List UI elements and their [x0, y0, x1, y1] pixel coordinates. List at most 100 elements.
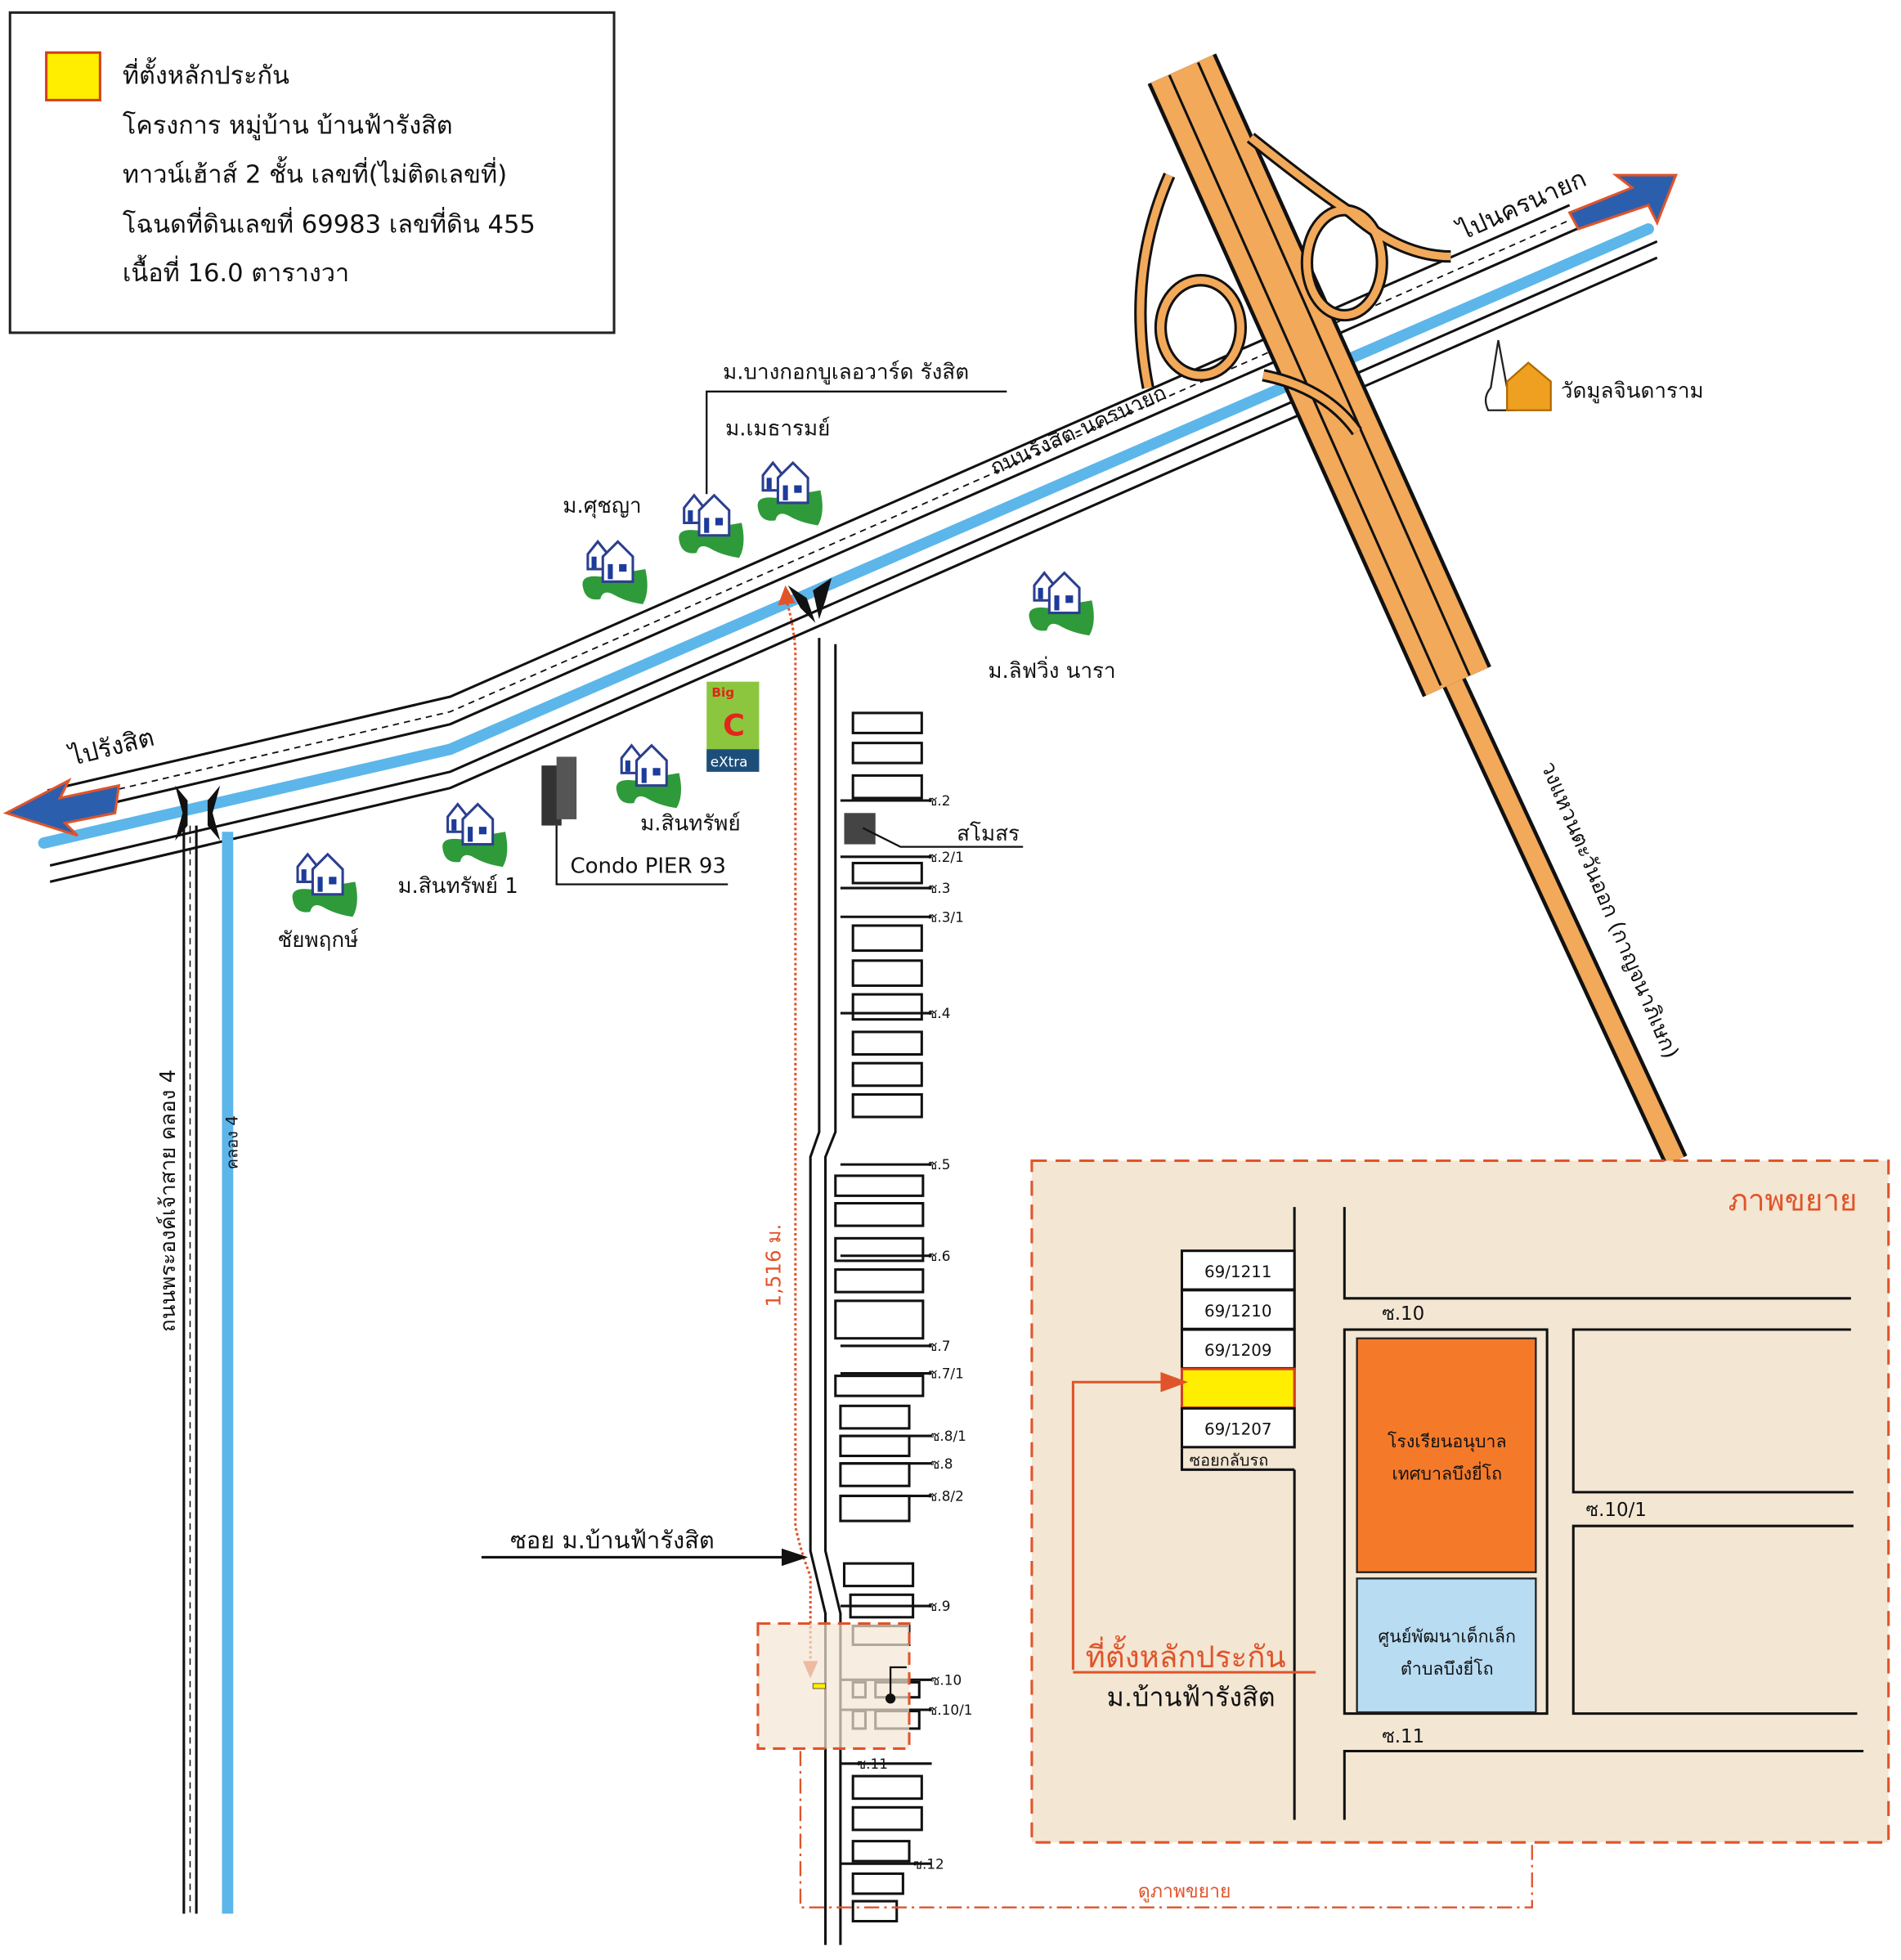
housing-block — [842, 1562, 915, 1588]
leader-line — [862, 827, 1024, 848]
soi-label: ซ.3 — [928, 880, 950, 896]
village-house-icon — [756, 461, 824, 527]
housing-block — [851, 1030, 923, 1056]
housing-block — [839, 1462, 911, 1487]
legend-line: โครงการ หมู่บ้าน บ้านฟ้ารังสิต — [123, 111, 453, 141]
child-center-block — [1356, 1577, 1537, 1714]
housing-block — [851, 742, 923, 765]
village-house-icon — [441, 803, 509, 868]
collateral-marker — [812, 1683, 826, 1689]
legend-title: ที่ตั้งหลักประกัน — [123, 57, 289, 91]
leader-line — [555, 825, 729, 886]
suchaya-label: ม.ศุชญา — [563, 494, 641, 518]
housing-block — [834, 1299, 925, 1340]
housing-block — [851, 1840, 911, 1863]
village-house-icon — [1027, 572, 1096, 637]
inset-connector — [799, 1751, 1533, 1908]
leader-line — [706, 390, 1007, 495]
soi-label: ซ.8/2 — [928, 1488, 964, 1505]
soi-label: ซ.11 — [857, 1756, 888, 1772]
housing-block — [834, 1375, 925, 1397]
collateral-arrow-icon — [1160, 1372, 1189, 1393]
soi-label: ซ.10 — [930, 1671, 962, 1688]
club-label: สโมสร — [957, 821, 1020, 846]
housing-block — [839, 1434, 911, 1458]
soi-label: ซ.7/1 — [928, 1366, 964, 1382]
legend-box: ที่ตั้งหลักประกัน โครงการ หมู่บ้าน บ้านฟ… — [8, 11, 616, 334]
house-number: 69/1209 — [1204, 1341, 1272, 1360]
soi-label: ซ.8/1 — [930, 1428, 966, 1444]
bangkok-boulevard-label: ม.บางกอกบูเลอวาร์ด รังสิต — [723, 361, 969, 385]
soi-label: ซ.4 — [928, 1005, 950, 1021]
temple-icon — [1484, 339, 1552, 411]
housing-block — [851, 1092, 923, 1119]
housing-block — [834, 1268, 925, 1294]
route-line — [784, 597, 812, 1664]
arrow-to-nakhon-nayok-icon — [1567, 173, 1678, 231]
village-house-icon — [291, 853, 359, 918]
main-road-label: ถนนรังสิต-นครนายก — [987, 381, 1171, 481]
house-lot — [1180, 1406, 1296, 1449]
collateral-pointer — [1071, 1380, 1163, 1671]
legend-line: ทาวน์เฮ้าส์ 2 ชั้น เลขที่(ไม่ติดเลขที่) — [123, 155, 507, 189]
housing-block — [851, 993, 923, 1021]
club-building-icon — [844, 813, 876, 845]
route-arrow-up-icon — [778, 585, 796, 606]
house-lot — [1180, 1289, 1296, 1330]
temple-label: วัดมูลจินดาราม — [1561, 379, 1704, 403]
housing-block — [851, 774, 923, 800]
soi-label: ซ.2/1 — [928, 849, 964, 865]
sinsap1-label: ม.สินทรัพย์ 1 — [397, 874, 518, 899]
u-turn-label: ซอยกลับรถ — [1190, 1451, 1269, 1470]
soi-village-label: ซอย ม.บ้านฟ้ารังสิต — [510, 1527, 715, 1554]
housing-block — [851, 1899, 899, 1923]
house-lot — [1180, 1328, 1296, 1370]
collateral-house — [1180, 1367, 1296, 1410]
bridge-icon — [175, 577, 832, 841]
school-label: โรงเรียนอนุบาล — [1388, 1431, 1507, 1452]
house-lot — [1180, 1249, 1296, 1291]
housing-block — [851, 1774, 923, 1801]
housing-block — [851, 924, 923, 953]
to-rangsit-label: ไปรังสิต — [65, 723, 157, 773]
housing-block — [839, 1404, 911, 1430]
bigc-logo: Big C eXtra — [706, 681, 760, 772]
chaiyapruek-label: ชัยพฤกษ์ — [278, 928, 359, 953]
inset-title: ภาพขยาย — [1728, 1183, 1858, 1218]
village-house-icon — [581, 540, 649, 606]
khlong-label: คลอง 4 — [223, 1115, 242, 1169]
khlong-road — [182, 815, 234, 1914]
soi-label: ซ.5 — [928, 1156, 950, 1173]
distance-label: 1,516 ม. — [761, 1224, 785, 1307]
school-label: เทศบาลบึงยี่โถ — [1392, 1462, 1502, 1485]
condo-label: Condo PIER 93 — [570, 854, 725, 879]
soi-label: ซ.6 — [928, 1248, 950, 1264]
soi-label: ซ.10/1 — [928, 1702, 973, 1718]
housing-block — [851, 1872, 904, 1895]
soi-label: ซ.12 — [913, 1855, 944, 1872]
canal — [38, 223, 1654, 849]
housing-block — [834, 1202, 925, 1227]
legend-line: โฉนดที่ดินเลขที่ 69983 เลขที่ดิน 455 — [123, 207, 536, 240]
soi-label: ซ.2 — [928, 792, 950, 809]
housing-block — [851, 959, 923, 987]
child-center-label: ศูนย์พัฒนาเด็กเล็ก — [1379, 1624, 1516, 1647]
inset-soi11-label: ซ.11 — [1382, 1726, 1424, 1747]
housing-block — [834, 1174, 925, 1197]
housing-block — [851, 711, 923, 734]
house-number: 69/1210 — [1204, 1302, 1272, 1321]
soi-label: ซ.8 — [930, 1455, 953, 1472]
see-enlarged-label[interactable]: ดูภาพขยาย — [1138, 1881, 1231, 1902]
collateral-label: ที่ตั้งหลักประกัน — [1086, 1635, 1286, 1675]
inset-marker[interactable] — [756, 1621, 911, 1750]
village-label: ม.บ้านฟ้ารังสิต — [1107, 1681, 1276, 1712]
soi-pointer-arrow-icon — [782, 1548, 809, 1567]
soi-label: ซ.7 — [928, 1338, 950, 1354]
ring-road-highway — [1134, 53, 1688, 1166]
living-nara-label: ม.ลิฟวิ่ง นารา — [988, 656, 1115, 684]
inset-soi10-1-label: ซ.10/1 — [1586, 1500, 1647, 1521]
village-house-icon — [615, 744, 683, 810]
village-house-icon — [677, 494, 746, 559]
